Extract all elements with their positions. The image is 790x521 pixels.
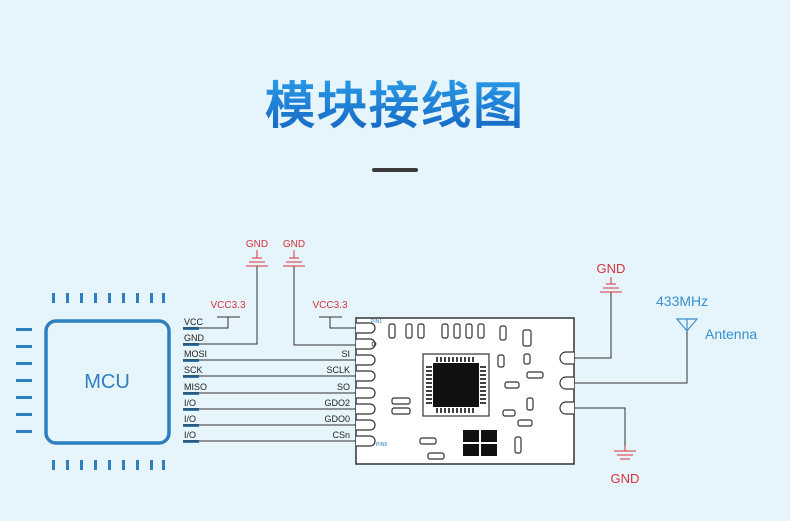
module-pin-label: SO bbox=[337, 382, 350, 392]
gnd-module-label: GND bbox=[283, 239, 305, 250]
module-pin-label: CSn bbox=[332, 430, 350, 440]
mcu-pin-labels: VCC GND MOSI SCK MISO I/O I/O I/O bbox=[184, 317, 207, 440]
gnd-symbol-middle bbox=[283, 250, 305, 267]
chip-leads bbox=[426, 357, 486, 413]
mcu-outline bbox=[44, 319, 171, 445]
mcu-block: MCU bbox=[16, 293, 199, 470]
wire-gnd-top bbox=[574, 292, 612, 359]
antenna-icon bbox=[675, 318, 699, 332]
vcc-module-wire bbox=[329, 317, 358, 329]
mcu-pin-label: VCC bbox=[184, 317, 204, 327]
gnd-top-label: GND bbox=[597, 261, 626, 276]
module-pin-label: SI bbox=[341, 349, 350, 359]
cc1101-chip bbox=[422, 353, 490, 417]
right-labels: GND GND 433MHz Antenna bbox=[597, 261, 758, 486]
module-pin-labels: SI SCLK SO GDO2 GDO0 CSn bbox=[324, 349, 350, 440]
pin1-marker: PIN1 bbox=[371, 319, 382, 325]
vcc-module-label: VCC3.3 bbox=[312, 300, 347, 311]
mcu-label: MCU bbox=[84, 371, 130, 393]
vcc-mcu-label: VCC3.3 bbox=[210, 300, 245, 311]
module-left-pads bbox=[356, 322, 376, 447]
chip-body bbox=[433, 363, 479, 407]
mcu-pin-label: I/O bbox=[184, 414, 196, 424]
gnd-symbol-left bbox=[246, 250, 268, 267]
mcu-pin-label: MOSI bbox=[184, 349, 207, 359]
mcu-pin-label: SCK bbox=[184, 365, 203, 375]
gnd-bottom-label: GND bbox=[611, 471, 640, 486]
module-right-pads bbox=[559, 351, 574, 415]
mcu-pin-label: GND bbox=[184, 333, 205, 343]
rf-module-board: PIN1 PIN8 SI SCLK SO GDO2 GDO0 CSn bbox=[324, 317, 575, 465]
wires bbox=[183, 266, 358, 442]
top-components bbox=[388, 323, 544, 460]
module-pin-label: GDO0 bbox=[324, 414, 350, 424]
power-labels: GND GND VCC3.3 VCC3.3 bbox=[210, 239, 347, 311]
gnd-symbol-right-bottom bbox=[614, 446, 636, 460]
mcu-pin-label: I/O bbox=[184, 398, 196, 408]
mcu-pin-label: I/O bbox=[184, 430, 196, 440]
module-pin-label: SCLK bbox=[326, 365, 350, 375]
gnd-mcu-label: GND bbox=[246, 239, 268, 250]
frequency-label: 433MHz bbox=[656, 293, 708, 309]
gnd-mcu-wire bbox=[183, 266, 258, 345]
mcu-left-pins bbox=[16, 328, 32, 433]
right-wires bbox=[574, 292, 688, 446]
pin8-marker: PIN8 bbox=[376, 442, 387, 448]
mcu-top-pins bbox=[52, 293, 165, 303]
mcu-bottom-pins bbox=[52, 460, 165, 470]
crystal bbox=[463, 430, 497, 456]
gnd-symbol-right-top bbox=[600, 277, 622, 293]
wire-gnd-bottom bbox=[574, 407, 626, 446]
vcc-wire bbox=[183, 317, 229, 329]
module-pin-label: GDO2 bbox=[324, 398, 350, 408]
pad-dot bbox=[371, 341, 377, 347]
title-divider bbox=[372, 168, 418, 172]
antenna-label: Antenna bbox=[705, 326, 757, 342]
mcu-pin-label: MISO bbox=[184, 382, 207, 392]
gnd-module-wire bbox=[293, 266, 358, 346]
wire-antenna bbox=[574, 331, 688, 384]
page-title: 模块接线图 bbox=[265, 77, 525, 135]
